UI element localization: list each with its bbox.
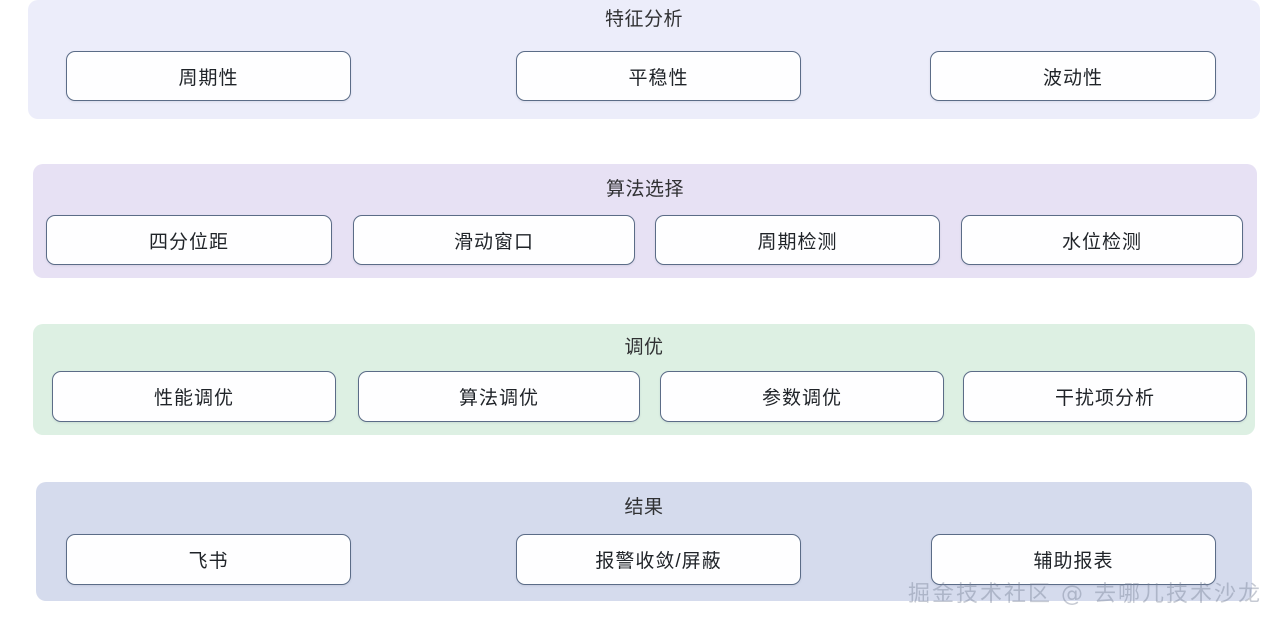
node-feature-analysis-2[interactable]: 波动性 — [930, 51, 1216, 101]
node-tuning-2[interactable]: 参数调优 — [660, 371, 944, 422]
node-algorithm-selection-1[interactable]: 滑动窗口 — [353, 215, 635, 265]
node-result-2[interactable]: 辅助报表 — [931, 534, 1216, 585]
section-title-result: 结果 — [624, 497, 664, 518]
node-feature-analysis-0[interactable]: 周期性 — [66, 51, 351, 101]
node-feature-analysis-1[interactable]: 平稳性 — [516, 51, 801, 101]
node-algorithm-selection-0[interactable]: 四分位距 — [46, 215, 332, 265]
section-title-feature-analysis: 特征分析 — [604, 9, 683, 30]
node-result-1[interactable]: 报警收敛/屏蔽 — [516, 534, 801, 585]
node-tuning-1[interactable]: 算法调优 — [358, 371, 640, 422]
section-title-algorithm-selection: 算法选择 — [605, 179, 684, 200]
node-algorithm-selection-3[interactable]: 水位检测 — [961, 215, 1243, 265]
node-result-0[interactable]: 飞书 — [66, 534, 351, 585]
section-title-tuning: 调优 — [624, 337, 664, 358]
node-algorithm-selection-2[interactable]: 周期检测 — [655, 215, 940, 265]
node-tuning-3[interactable]: 干扰项分析 — [963, 371, 1247, 422]
node-tuning-0[interactable]: 性能调优 — [52, 371, 336, 422]
